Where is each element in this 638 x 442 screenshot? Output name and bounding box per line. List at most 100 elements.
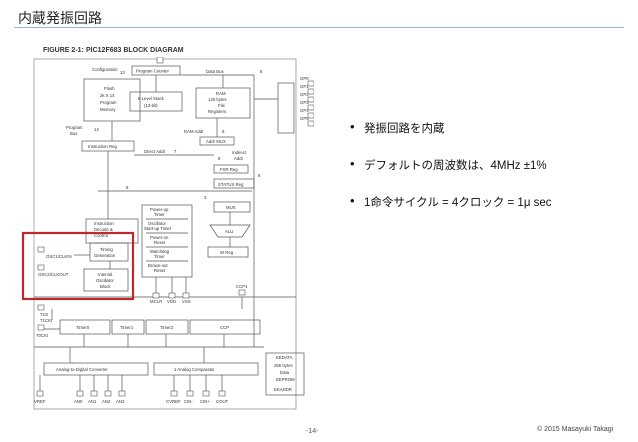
label-an3: AN3 bbox=[116, 399, 125, 404]
label-gp1: GP1 bbox=[300, 84, 309, 89]
label-program-counter: Program Counter bbox=[136, 69, 170, 74]
label-adc: Analog-to-Digital Converter bbox=[56, 367, 108, 372]
label-gp5: GP5 bbox=[300, 116, 309, 121]
label-program-bus-width: 14 bbox=[94, 127, 99, 132]
label-cvref: CVREF bbox=[166, 399, 181, 404]
label-por-1: Reset bbox=[154, 240, 166, 245]
label-cin-minus: CIN- bbox=[184, 399, 193, 404]
label-instruction-decode-1: Decode & bbox=[94, 227, 113, 232]
label-pc-width: 13 bbox=[120, 70, 125, 75]
label-watchdog-0: Watchdog bbox=[150, 249, 170, 254]
label-status-reg: STATUS Reg bbox=[218, 182, 244, 187]
label-timer1: Timer1 bbox=[120, 325, 134, 330]
label-gp2: GP2 bbox=[300, 92, 309, 97]
label-indirect-addr-1: Addr bbox=[234, 156, 244, 161]
label-data-bus-width: 8 bbox=[260, 69, 263, 74]
label-stack-0: 8 Level Stack bbox=[138, 96, 165, 101]
label-cout: COUT bbox=[216, 399, 229, 404]
label-internal-osc-0: Internal bbox=[98, 272, 112, 277]
label-ccp1: CCP1 bbox=[236, 284, 248, 289]
label-indirect-addr-width: 8 bbox=[218, 156, 221, 161]
label-mux: MUX bbox=[226, 205, 236, 210]
label-ram-2: File bbox=[218, 103, 226, 108]
label-gp4: GP4 bbox=[300, 108, 309, 113]
label-timing-gen-1: Generation bbox=[94, 253, 116, 258]
page-number: -14- bbox=[306, 428, 319, 435]
label-osc2: OSC2/CLKOUT bbox=[38, 272, 69, 277]
label-program-bus-0: Program bbox=[66, 125, 83, 130]
label-bus3: 3 bbox=[204, 195, 207, 200]
label-timer2: Timer2 bbox=[160, 325, 174, 330]
label-por-0: Power-on bbox=[150, 235, 169, 240]
label-t1cki: T1CKI bbox=[40, 318, 52, 323]
label-osc1: OSC1/CLKIN bbox=[46, 254, 72, 259]
label-ram-0: RAM bbox=[216, 91, 226, 96]
label-bor-1: Reset bbox=[154, 268, 166, 273]
oscillator-highlight-box bbox=[21, 231, 135, 301]
label-eeaddr: EEADDR bbox=[274, 387, 292, 392]
label-instruction-decode-0: Instruction bbox=[94, 221, 114, 226]
label-ram-addr: RAM Addr bbox=[184, 129, 204, 134]
copyright-notice: © 2015 Masayuki Takagi bbox=[537, 426, 614, 433]
label-vss: VSS bbox=[182, 299, 191, 304]
label-direct-addr: Direct Addr bbox=[144, 149, 166, 154]
label-instruction-reg: Instruction Reg bbox=[88, 144, 118, 149]
label-t0cki: T0CKI bbox=[36, 333, 48, 338]
label-addr-mux: Addr MUX bbox=[206, 139, 226, 144]
label-comparator: 1 Analog Comparator bbox=[174, 367, 215, 372]
label-eeprom-0: 256 bytes bbox=[274, 363, 293, 368]
label-ram-3: Registers bbox=[208, 109, 226, 114]
label-osc-startup-1: Start-up Timer bbox=[144, 226, 172, 231]
label-alu: ALU bbox=[225, 229, 233, 234]
label-an0: AN0 bbox=[74, 399, 83, 404]
label-w-reg: W Reg bbox=[220, 250, 234, 255]
figure-label: FIGURE 2-1: bbox=[43, 47, 84, 54]
label-ram-1: 128 bytes bbox=[208, 97, 227, 102]
label-timing-gen-0: Timing bbox=[100, 247, 113, 252]
label-ram-addr-width: 9 bbox=[222, 129, 225, 134]
label-flash-0: Flash bbox=[104, 86, 115, 91]
label-cin-plus: CIN+ bbox=[200, 399, 210, 404]
label-internal-osc-1: Oscillator bbox=[96, 278, 114, 283]
label-flash-1: 2k X 14 bbox=[100, 93, 115, 98]
label-flash-2: Program bbox=[100, 100, 117, 105]
label-timer0: Timer0 bbox=[76, 325, 90, 330]
label-powerup-timer-0: Power-up bbox=[150, 207, 169, 212]
label-an1: AN1 bbox=[88, 399, 97, 404]
label-osc-startup-0: Oscillator bbox=[148, 221, 166, 226]
label-mclr: MCLR bbox=[150, 299, 162, 304]
label-powerup-timer-1: Timer bbox=[154, 212, 165, 217]
label-direct-addr-width: 7 bbox=[174, 149, 177, 154]
figure-caption: FIGURE 2-1: PIC12F683 BLOCK DIAGRAM bbox=[43, 47, 184, 54]
label-bus8-b: 8 bbox=[258, 173, 261, 178]
label-fsr-reg: FSR Reg bbox=[220, 167, 238, 172]
label-eedata: EEDATA bbox=[276, 355, 293, 360]
label-vdd: VDD bbox=[167, 299, 176, 304]
title-underline bbox=[14, 27, 624, 28]
label-bus8-a: 8 bbox=[126, 185, 129, 190]
label-t1g: T1G bbox=[40, 312, 49, 317]
slide-title: 内蔵発振回路 bbox=[18, 10, 102, 26]
label-instruction-decode-2: Control bbox=[94, 233, 108, 238]
label-internal-osc-2: Block bbox=[100, 284, 111, 289]
label-eeprom-2: EEPROM bbox=[276, 377, 295, 382]
label-gp0: GP0 bbox=[300, 76, 309, 81]
label-vref: VREF bbox=[34, 399, 46, 404]
bullet-item: 発振回路を内蔵 bbox=[350, 119, 552, 157]
label-data-bus: Data Bus bbox=[206, 69, 224, 74]
label-bor-0: Brown-out bbox=[148, 263, 168, 268]
label-watchdog-1: Timer bbox=[154, 254, 165, 259]
label-ccp: CCP bbox=[220, 325, 229, 330]
label-flash-3: Memory bbox=[100, 107, 116, 112]
label-an2: AN2 bbox=[102, 399, 111, 404]
label-gp3: GP3 bbox=[300, 100, 309, 105]
figure-name: PIC12F683 BLOCK DIAGRAM bbox=[86, 47, 184, 54]
block-diagram: Configuration Flash 2k X 14 Program Memo… bbox=[21, 57, 314, 410]
bullet-item: デフォルトの周波数は、4MHz ±1% bbox=[350, 156, 552, 194]
bullet-list: 発振回路を内蔵 デフォルトの周波数は、4MHz ±1% 1命令サイクル = 4ク… bbox=[350, 119, 552, 231]
label-indirect-addr-0: Indirect bbox=[232, 150, 247, 155]
label-eeprom-1: Data bbox=[280, 370, 290, 375]
label-program-bus-1: Bus bbox=[70, 131, 77, 136]
bullet-item: 1命令サイクル = 4クロック = 1μ sec bbox=[350, 193, 552, 231]
